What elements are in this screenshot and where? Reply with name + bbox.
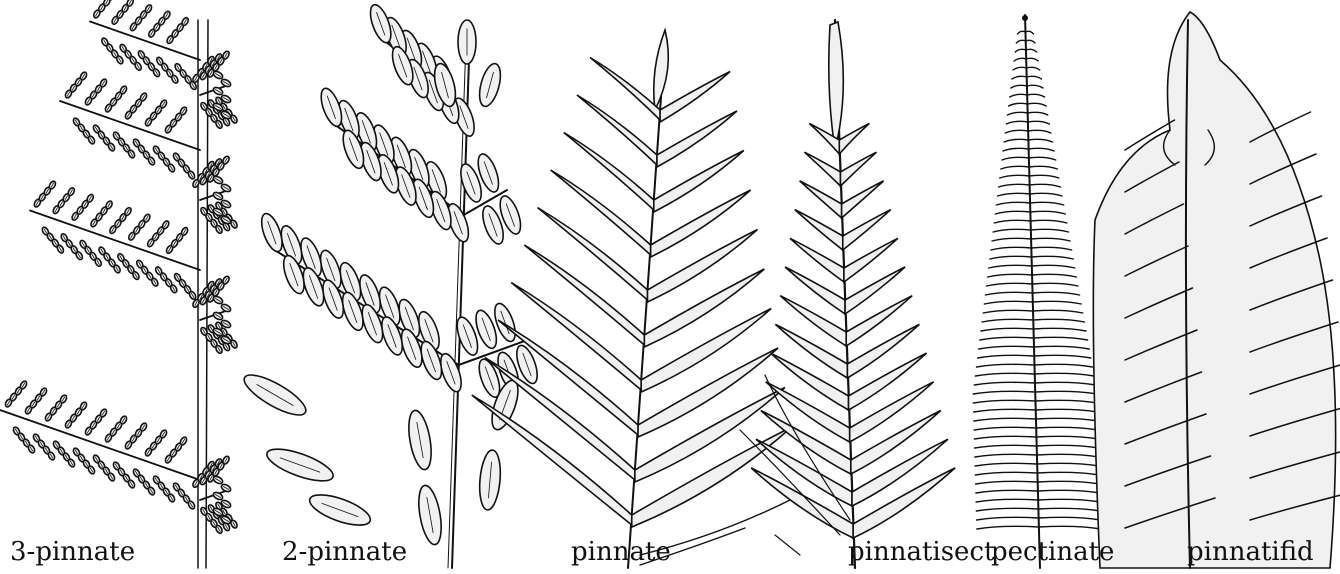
label-pinnate: pinnate	[571, 537, 671, 567]
label-2-pinnate: 2-pinnate	[282, 537, 407, 567]
fern-pinnatifid	[1093, 12, 1340, 568]
fern-pinnatisect	[740, 20, 955, 568]
fern-2-pinnate	[239, 2, 541, 568]
label-pinnatifid: pinnatifid	[1187, 537, 1314, 567]
fern-pinnate	[472, 30, 792, 568]
fern-pectinate	[973, 15, 1101, 568]
label-pectinate: pectinate	[991, 537, 1114, 567]
label-3-pinnate: 3-pinnate	[10, 537, 135, 567]
fern-3-pinnate	[0, 0, 238, 568]
label-pinnatisect: pinnatisect	[848, 537, 994, 567]
